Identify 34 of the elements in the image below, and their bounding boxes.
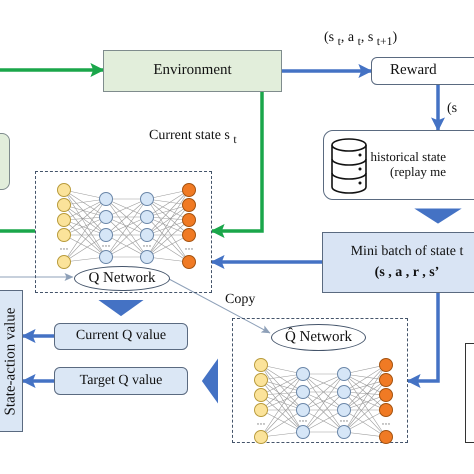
network-frame <box>35 171 212 293</box>
chevron-arrow <box>98 300 144 316</box>
edge-label: (s <box>445 101 460 116</box>
chevron-arrow <box>414 208 462 224</box>
node-label: Mini batch of state t <box>350 244 464 260</box>
process-box <box>322 232 474 293</box>
arrow <box>210 255 322 269</box>
node-label: Target Q value <box>80 372 162 390</box>
arrow <box>282 64 372 78</box>
arrow <box>22 329 54 343</box>
node-label: Q Network <box>88 270 156 288</box>
node-label: Current Q value <box>76 328 166 345</box>
arrow <box>406 293 440 388</box>
storage-box <box>323 130 474 200</box>
node-label: historical state (replay me <box>370 150 446 180</box>
node-label: Reward <box>390 62 437 80</box>
arrow <box>0 273 74 281</box>
value-box <box>0 290 23 432</box>
process-box <box>103 50 282 92</box>
arrow <box>168 278 270 334</box>
process-box <box>371 57 474 85</box>
node-label: (s , a , r , s’ <box>374 264 440 281</box>
node-label: State-action value <box>2 307 19 415</box>
chevron-arrow <box>202 358 218 404</box>
node-label: Environment <box>153 62 232 80</box>
value-box <box>54 367 188 395</box>
arrow <box>210 92 264 238</box>
arrow <box>431 85 445 132</box>
edge-label: Copy <box>223 292 258 308</box>
arrow <box>22 374 54 388</box>
network-frame <box>232 318 408 443</box>
value-box <box>54 323 188 350</box>
arrow <box>0 63 104 77</box>
node-label: Q̂ Network <box>284 328 352 346</box>
